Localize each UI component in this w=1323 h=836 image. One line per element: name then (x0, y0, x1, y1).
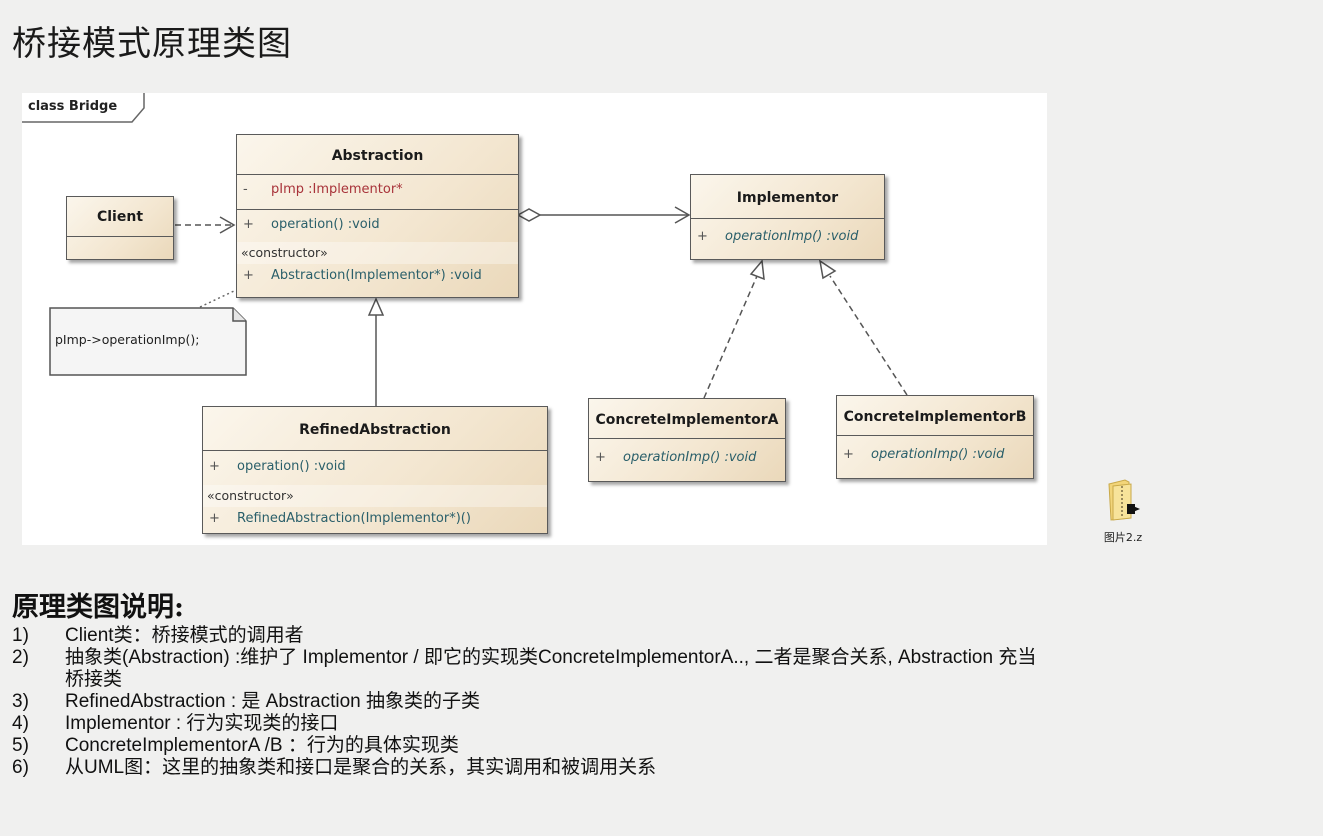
operation-operation: +operation() :void (243, 217, 380, 232)
diagram-frame-label: class Bridge (22, 93, 145, 123)
class-abstraction[interactable]: Abstraction -pImp :Implementor* +operati… (236, 134, 519, 298)
operation-operationimp: +operationImp() :void (595, 450, 757, 465)
list-item: 2) 抽象类(Abstraction) :维护了 Implementor / 即… (12, 647, 1037, 690)
operations-compartment: +operationImp() :void (691, 219, 884, 257)
dependency-arrow (175, 216, 236, 234)
class-name: ConcreteImplementorA (589, 399, 785, 439)
class-refined-abstraction[interactable]: RefinedAbstraction +operation() :void «c… (202, 406, 548, 534)
constructor-refined-abstraction: +RefinedAbstraction(Implementor*)() (209, 511, 471, 526)
realization-arrow-b (818, 259, 908, 396)
aggregation-arrow (516, 206, 691, 224)
class-concrete-implementor-a[interactable]: ConcreteImplementorA +operationImp() :vo… (588, 398, 786, 482)
description-heading: 原理类图说明: (12, 592, 184, 623)
uml-class-diagram: class Bridge Abstraction -pImp :Implemen… (22, 93, 1047, 545)
class-name: RefinedAbstraction (203, 407, 547, 451)
class-name: Implementor (691, 175, 884, 219)
list-item: 6) 从UML图：这里的抽象类和接口是聚合的关系，其实调用和被调用关系 (12, 757, 657, 778)
file-label: 图片2.z (1103, 531, 1143, 544)
operations-compartment: +operation() :void «constructor» +Abstra… (237, 210, 518, 288)
class-name: Client (67, 197, 173, 237)
class-name: ConcreteImplementorB (837, 396, 1033, 436)
list-item: 1) Client类：桥接模式的调用者 (12, 625, 304, 646)
class-name: Abstraction (237, 135, 518, 175)
list-item: 5) ConcreteImplementorA /B ：行为的具体实现类 (12, 735, 459, 756)
constructor-abstraction: +Abstraction(Implementor*) :void (243, 268, 482, 283)
operations-compartment: +operation() :void «constructor» +Refine… (203, 451, 547, 531)
operations-compartment: +operationImp() :void (837, 436, 1033, 476)
page-title: 桥接模式原理类图 (12, 25, 292, 63)
attribute-pimp: -pImp :Implementor* (243, 182, 403, 197)
operation-operationimp: +operationImp() :void (843, 447, 1005, 462)
description-list: 1) Client类：桥接模式的调用者 2) 抽象类(Abstraction) … (12, 625, 1312, 779)
realization-arrow-a (703, 259, 765, 399)
list-item: 3) RefinedAbstraction : 是 Abstraction 抽象… (12, 691, 480, 712)
zip-folder-icon (1108, 479, 1140, 521)
attributes-compartment: -pImp :Implementor* (237, 175, 518, 210)
empty-compartment (67, 237, 173, 259)
note-link (199, 290, 235, 308)
constructor-stereotype: «constructor» (203, 485, 547, 507)
desktop-file-item[interactable]: 图片2.z (1098, 478, 1148, 544)
class-concrete-implementor-b[interactable]: ConcreteImplementorB +operationImp() :vo… (836, 395, 1034, 479)
operation-operation: +operation() :void (209, 459, 346, 474)
class-implementor[interactable]: Implementor +operationImp() :void (690, 174, 885, 260)
list-item: 4) Implementor : 行为实现类的接口 (12, 713, 339, 734)
generalization-arrow (367, 297, 385, 406)
constructor-stereotype: «constructor» (237, 242, 518, 264)
class-client[interactable]: Client (66, 196, 174, 260)
operation-operationimp: +operationImp() :void (697, 229, 859, 244)
note-comment[interactable]: pImp->operationImp(); (49, 307, 247, 376)
operations-compartment: +operationImp() :void (589, 439, 785, 479)
